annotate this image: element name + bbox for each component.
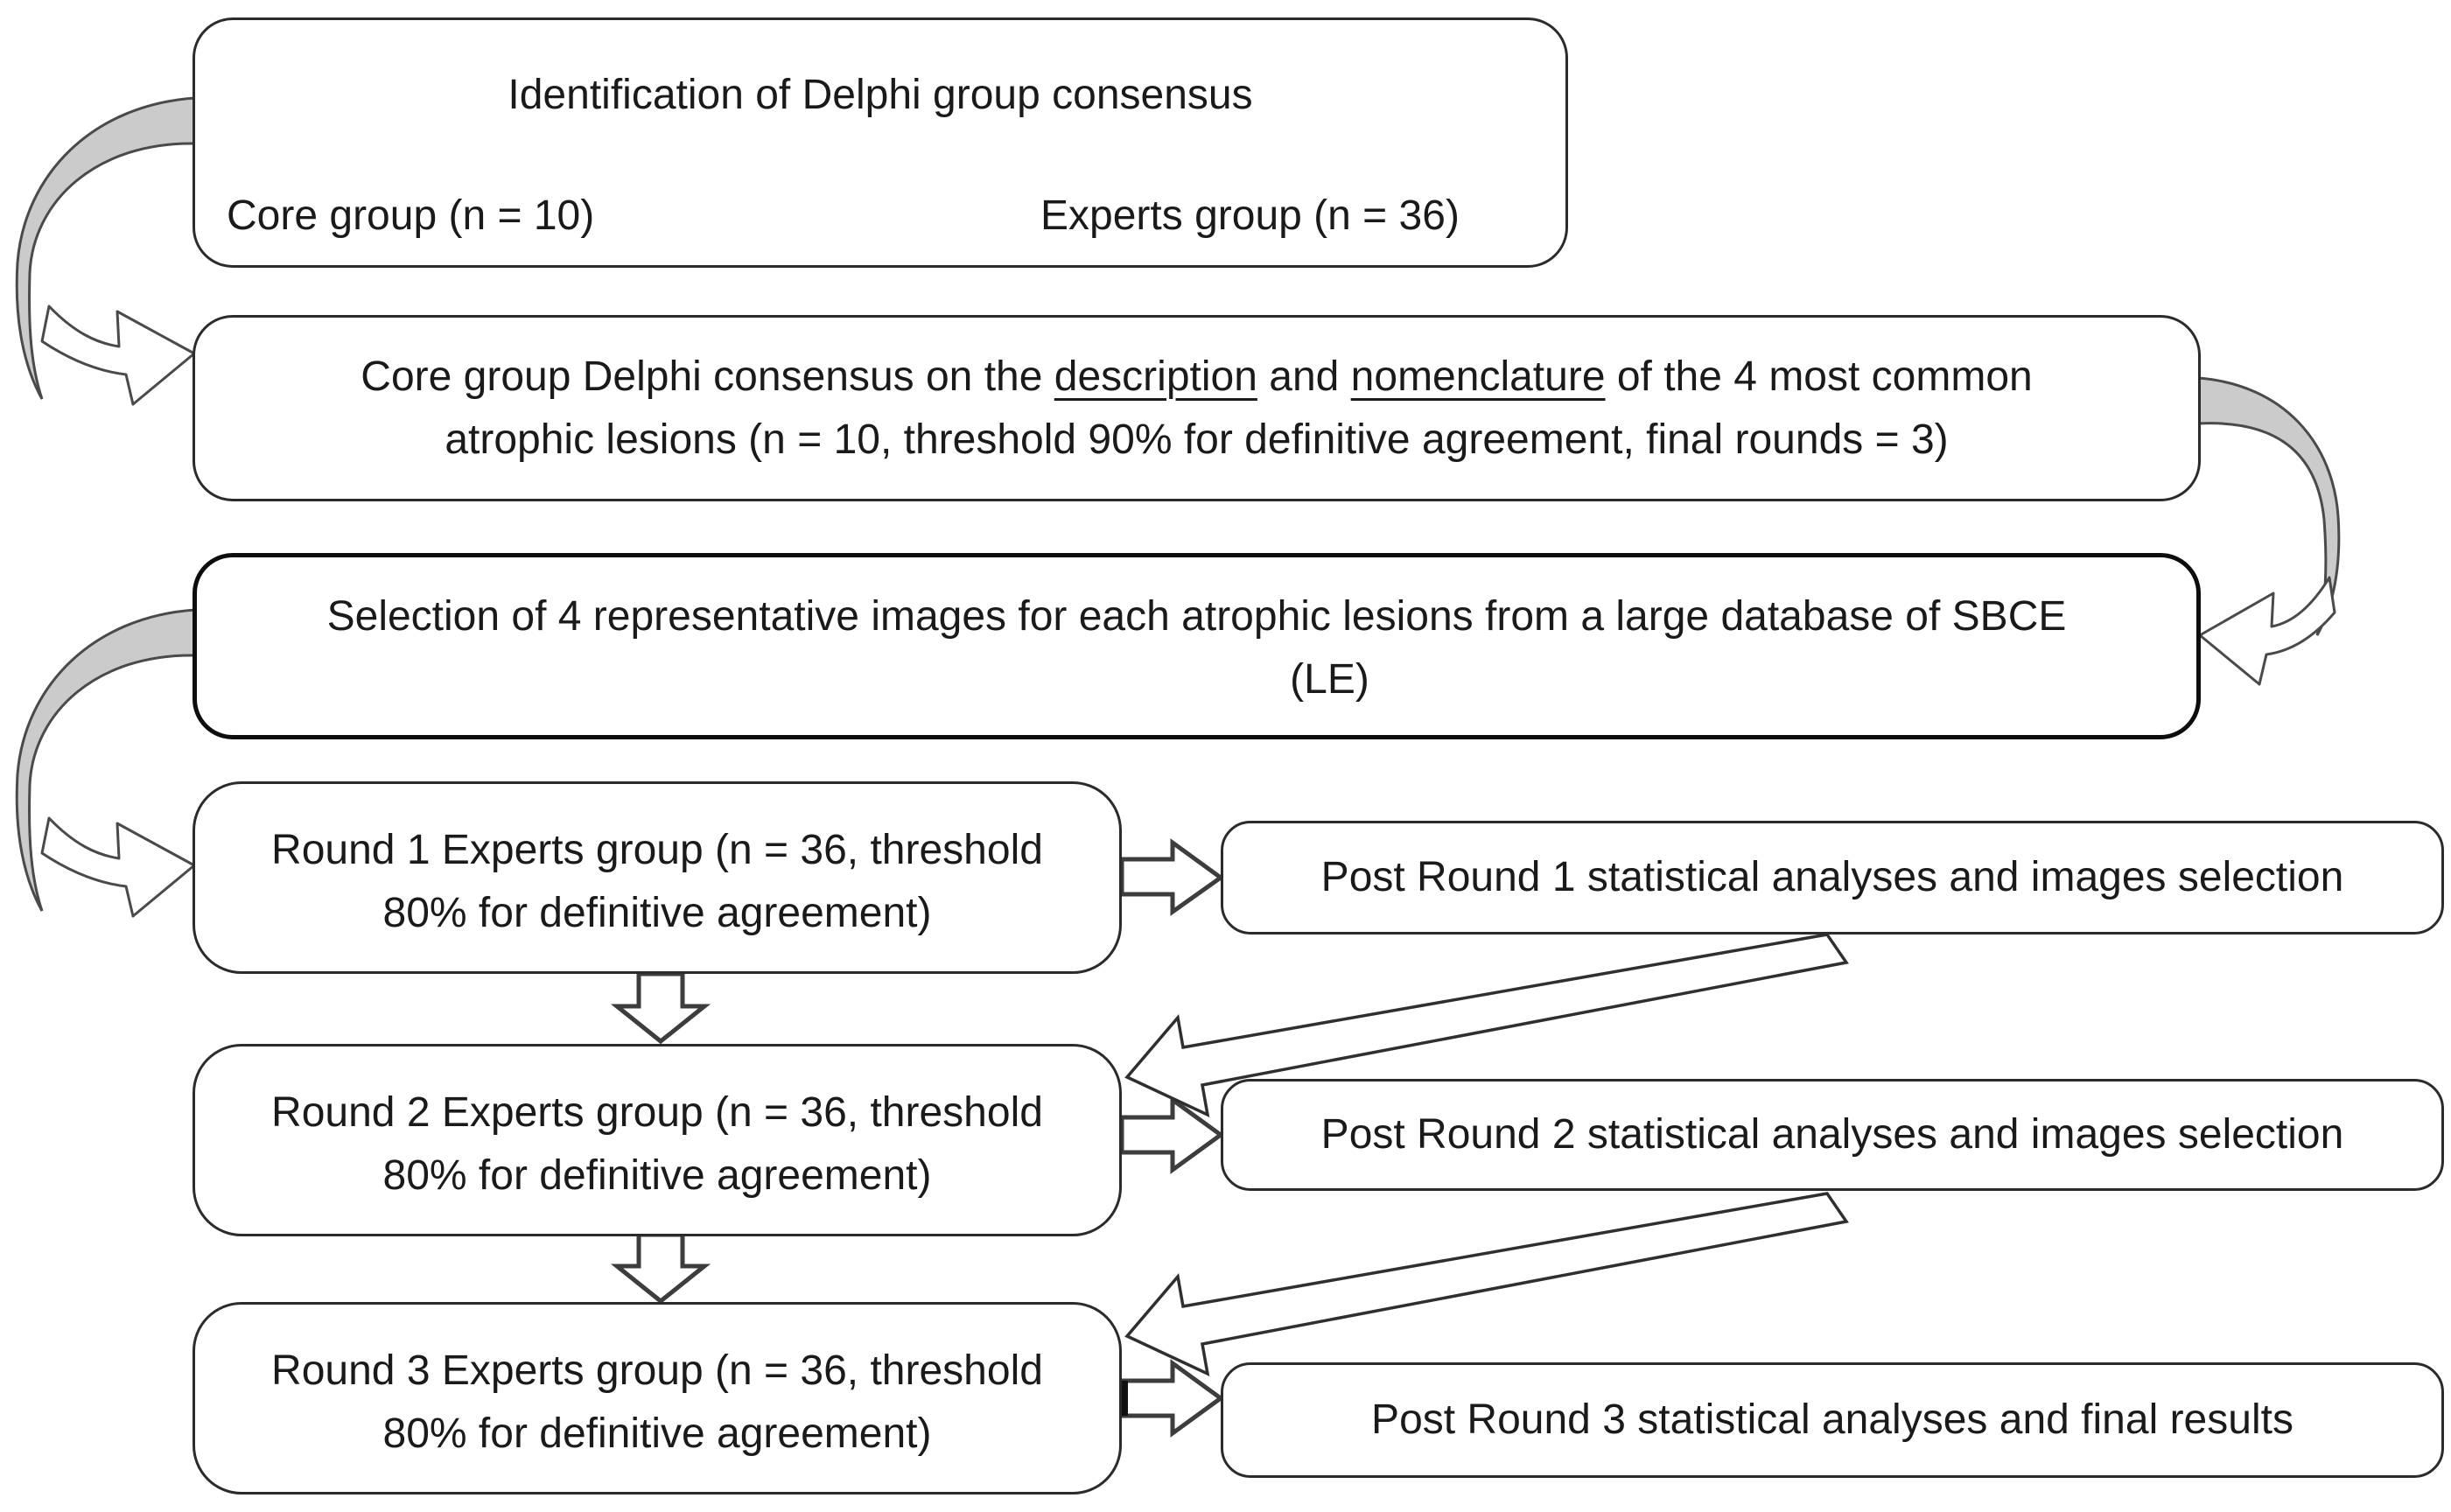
consensus-text-post: of the 4 most common [1605,354,2033,400]
core-consensus-line1: Core group Delphi consensus on the descr… [195,346,2198,409]
arrow-shape [1119,1359,1225,1438]
arrow-round2-to-post2-icon [1119,1096,1225,1174]
box-round3: Round 3 Experts group (n = 36, threshold… [193,1302,1122,1494]
round2-line2: 80% for definitive agreement) [382,1152,932,1199]
curved-arrow-head [2198,576,2336,686]
curved-arrow-identification-to-consensus-icon [15,96,197,406]
box-identification: Identification of Delphi group consensus… [193,18,1568,268]
box-round1: Round 1 Experts group (n = 36, threshold… [193,781,1122,974]
selection-line1: Selection of 4 representative images for… [326,593,2067,640]
curved-arrow-head [40,816,196,918]
box-selection: Selection of 4 representative images for… [193,553,2201,739]
selection-line2: (LE) [1290,656,1369,703]
arrow-round2-to-round3-icon [610,1232,711,1305]
arrow-dark-cap [1119,1381,1128,1416]
experts-group-label: Experts group (n = 36) [1040,192,1460,239]
round1-line2: 80% for definitive agreement) [382,890,932,936]
core-group-label: Core group (n = 10) [227,192,595,239]
round1-line1: Round 1 Experts group (n = 36, threshold [271,827,1043,873]
curved-arrow-crescent [15,608,197,912]
core-consensus-line2: atrophic lesions (n = 10, threshold 90% … [445,416,1949,463]
box-post-round3: Post Round 3 statistical analyses and fi… [1221,1362,2444,1478]
box-post-round2: Post Round 2 statistical analyses and im… [1221,1079,2444,1191]
arrow-post1-to-round2-icon [1124,933,1849,1118]
box-post-round1: Post Round 1 statistical analyses and im… [1221,821,2444,934]
round3-line1: Round 3 Experts group (n = 36, threshold [271,1348,1043,1394]
post-round1-label: Post Round 1 statistical analyses and im… [1320,854,2344,900]
consensus-underlined-nomenclature: nomenclature [1350,354,1606,400]
curved-arrow-consensus-to-selection-icon [2197,376,2341,686]
curved-arrow-crescent [2197,376,2341,636]
post-round2-label: Post Round 2 statistical analyses and im… [1320,1111,2344,1158]
identification-title: Identification of Delphi group consensus [508,72,1253,118]
arrow-round3-to-post3-icon [1119,1359,1225,1438]
box-core-consensus: Core group Delphi consensus on the descr… [193,315,2201,501]
round2-line1: Round 2 Experts group (n = 36, threshold [271,1089,1043,1136]
arrow-round1-to-post1-icon [1119,838,1225,916]
arrow-round1-to-round2-icon [610,971,711,1045]
curved-arrow-crescent [15,96,197,400]
round3-line2: 80% for definitive agreement) [382,1410,932,1457]
arrow-post2-to-round3-icon [1124,1192,1849,1377]
consensus-underlined-description: description [1054,354,1257,400]
consensus-text-pre: Core group Delphi consensus on the [361,354,1054,400]
post-round3-label: Post Round 3 statistical analyses and fi… [1371,1396,2293,1443]
curved-arrow-head [40,304,196,406]
curved-arrow-selection-to-round1-icon [15,608,197,918]
box-round2: Round 2 Experts group (n = 36, threshold… [193,1044,1122,1236]
consensus-text-mid: and [1257,354,1351,400]
